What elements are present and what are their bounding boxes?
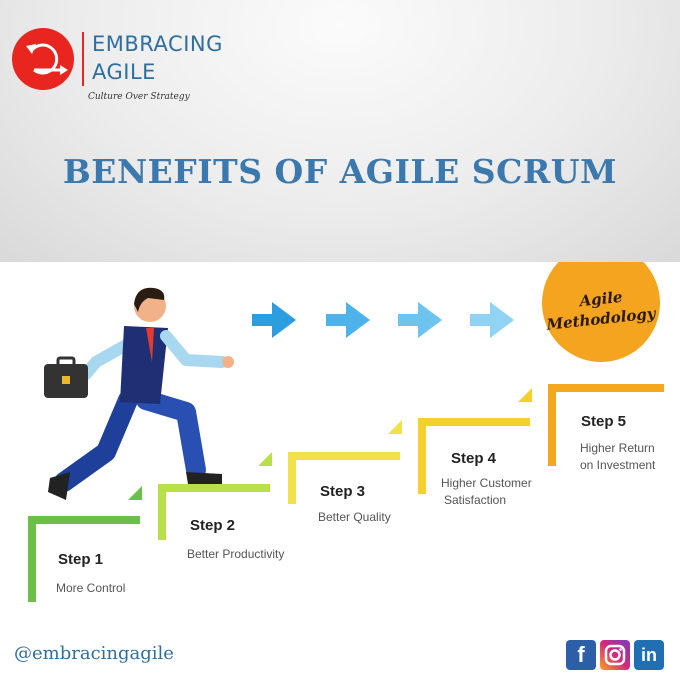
stair-1-riser: [28, 516, 36, 602]
step-2-desc: Better Productivity: [187, 547, 285, 561]
step-5-desc-line2: on Investment: [580, 458, 656, 472]
stair-2-riser: [158, 484, 166, 540]
stair-1-corner: [128, 486, 142, 500]
step-4-desc-line1: Higher Customer: [441, 476, 532, 490]
stair-5-tread: [548, 384, 664, 392]
stair-4-riser: [418, 418, 426, 494]
agile-methodology-badge: Agile Methodology: [542, 262, 660, 362]
arrow-right-icon: [326, 302, 370, 338]
brand-tagline: Culture Over Strategy: [88, 92, 190, 102]
brand-name-line1: EMBRACING: [92, 32, 223, 56]
facebook-icon[interactable]: f: [566, 640, 596, 670]
social-handle[interactable]: @embracingagile: [14, 643, 174, 664]
stair-1-tread: [28, 516, 140, 524]
step-3-title: Step 3: [320, 483, 366, 500]
step-1-title: Step 1: [58, 551, 104, 568]
step-3-desc: Better Quality: [318, 510, 391, 524]
header-banner: EMBRACING AGILE Culture Over Strategy BE…: [0, 0, 680, 262]
page-title: BENEFITS OF AGILE SCRUM: [62, 152, 618, 191]
logo-icon: [12, 28, 74, 90]
step-1-desc: More Control: [56, 581, 126, 595]
stair-3-tread: [288, 452, 400, 460]
arrow-right-icon: [398, 302, 442, 338]
step-5-desc-line1: Higher Return: [580, 441, 655, 455]
step-2-title: Step 2: [190, 517, 236, 534]
logo-divider: [82, 32, 84, 86]
linkedin-icon[interactable]: in: [634, 640, 664, 670]
stair-5-riser: [548, 384, 556, 466]
step-4-title: Step 4: [451, 450, 497, 467]
arrow-right-icon: [252, 302, 296, 338]
arrow-right-icon: [470, 302, 514, 338]
step-5-title: Step 5: [581, 413, 627, 430]
stair-3-corner: [388, 420, 402, 434]
badge-circle: [542, 262, 660, 362]
instagram-icon[interactable]: [600, 640, 630, 670]
brand-name-line2: AGILE: [92, 60, 156, 84]
businessman-illustration: [44, 287, 234, 500]
stair-2-corner: [258, 452, 272, 466]
stair-4-tread: [418, 418, 530, 426]
step-4-desc-line2: Satisfaction: [444, 493, 507, 507]
stair-3-riser: [288, 452, 296, 504]
stair-2-tread: [158, 484, 270, 492]
stair-4-corner: [518, 388, 532, 402]
